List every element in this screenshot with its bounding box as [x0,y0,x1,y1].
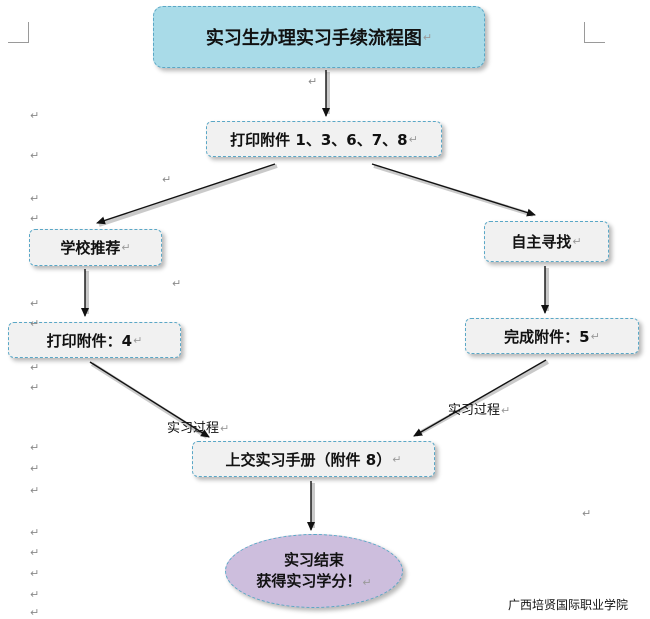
node-complete-attachment-5-text: 完成附件：5 [504,327,590,346]
node-print-attachments-text: 打印附件 1、3、6、7、8 [230,130,408,149]
paragraph-mark: ↵ [30,567,40,580]
node-school-recommend-text: 学校推荐 [60,239,121,257]
paragraph-mark: ↵ [121,241,131,254]
paragraph-mark: ↵ [30,192,40,205]
node-print-attachments: 打印附件 1、3、6、7、8↵ [206,121,442,157]
node-submit-handbook: 上交实习手册（附件 8）↵ [192,441,435,477]
node-school-recommend: 学校推荐↵ [29,229,162,266]
paragraph-mark: ↵ [30,212,40,225]
paragraph-mark: ↵ [30,606,40,619]
paragraph-mark: ↵ [220,422,230,435]
paragraph-mark: ↵ [30,484,40,497]
node-complete-attachment-5: 完成附件：5↵ [465,318,639,354]
paragraph-mark: ↵ [30,297,40,310]
flowchart-title-text: 实习生办理实习手续流程图 [205,28,422,49]
paragraph-mark: ↵ [30,361,40,374]
arrow-print-to-school [96,163,276,225]
flowchart-title: 实习生办理实习手续流程图↵ [153,6,485,68]
node-print-attachment-4-text: 打印附件：4 [46,331,133,350]
paragraph-mark: ↵ [408,132,418,146]
node-end-line2: 获得实习学分！ [256,571,362,590]
node-self-find-text: 自主寻找 [511,233,572,251]
paragraph-mark: ↵ [30,317,40,330]
edge-label-right-process: 实习过程↵ [448,399,510,418]
node-self-find: 自主寻找↵ [484,221,609,262]
paragraph-mark: ↵ [422,30,433,44]
node-submit-handbook-text: 上交实习手册（附件 8） [225,450,392,469]
node-end-oval: 实习结束 获得实习学分！↵ [225,534,403,608]
paragraph-mark: ↵ [308,75,318,88]
paragraph-mark: ↵ [590,329,600,343]
node-print-attachment-4: 打印附件：4↵ [8,322,181,358]
arrow-attachment5-to-submit [413,359,547,437]
paragraph-mark: ↵ [392,452,402,466]
arrow-attachment4-to-submit [89,361,210,438]
paragraph-mark: ↵ [162,173,172,186]
edge-label-left-process-text: 实习过程 [167,421,220,436]
paragraph-mark: ↵ [30,441,40,454]
paragraph-mark: ↵ [30,462,40,475]
crop-mark-top-right [584,22,605,43]
footer-institution: 广西培贤国际职业学院 [508,598,629,612]
paragraph-mark: ↵ [30,588,40,601]
paragraph-mark: ↵ [133,333,143,347]
paragraph-mark: ↵ [582,507,592,520]
paragraph-mark: ↵ [30,381,40,394]
paragraph-mark: ↵ [30,109,40,122]
edge-label-left-process: 实习过程↵ [167,417,229,436]
paragraph-mark: ↵ [30,149,40,162]
arrow-print-to-self [371,163,536,217]
paragraph-mark: ↵ [172,277,182,290]
node-end-line1: 实习结束 [283,550,344,569]
paragraph-mark: ↵ [30,546,40,559]
paragraph-mark: ↵ [501,404,511,417]
edge-label-right-process-text: 实习过程 [448,403,501,418]
paragraph-mark: ↵ [362,575,372,589]
paragraph-mark: ↵ [30,526,40,539]
paragraph-mark: ↵ [572,235,582,248]
crop-mark-top-left [8,22,29,43]
